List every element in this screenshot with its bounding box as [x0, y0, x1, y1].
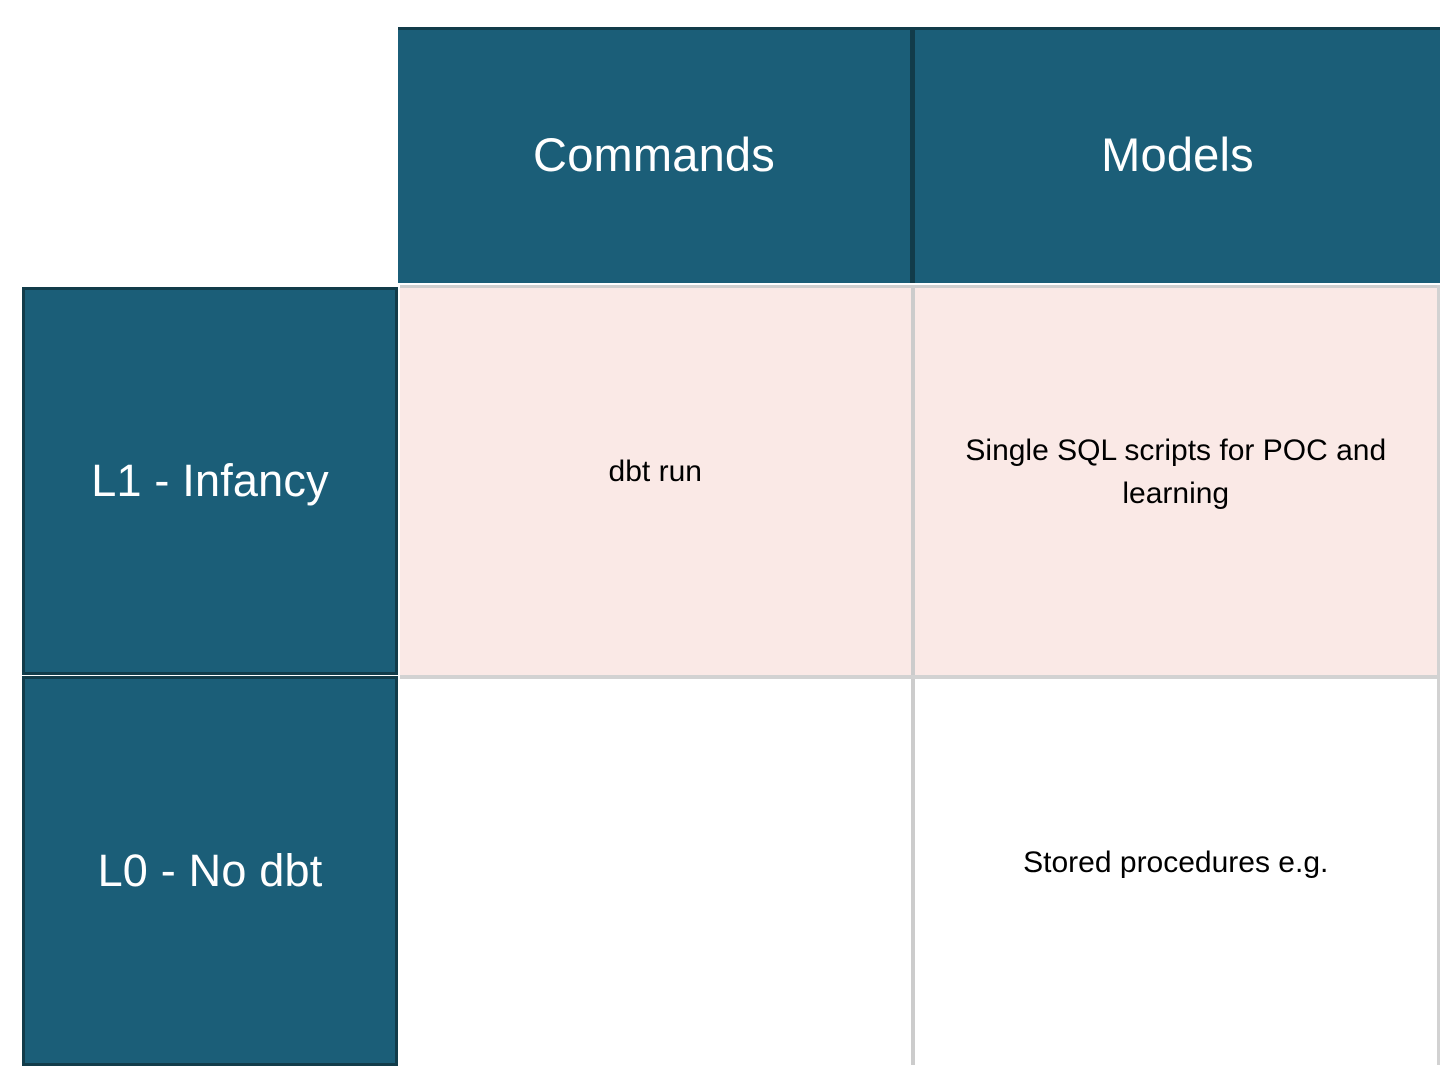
- cell-l1-commands[interactable]: dbt run: [400, 288, 915, 675]
- column-header-band: Commands Models: [398, 27, 1440, 283]
- cell-l1-models-text: Single SQL scripts for POC and learning: [965, 433, 1387, 510]
- table-row: dbt run Single SQL scripts for POC and l…: [400, 285, 1437, 675]
- matrix-body: dbt run Single SQL scripts for POC and l…: [400, 285, 1440, 1065]
- cell-l1-models[interactable]: Single SQL scripts for POC and learning: [914, 288, 1437, 675]
- row-header-l0-no-dbt-label: L0 - No dbt: [97, 845, 323, 897]
- cell-l0-models[interactable]: Stored procedures e.g.: [914, 679, 1437, 1065]
- column-header-models[interactable]: Models: [915, 30, 1440, 283]
- row-header-l1-infancy[interactable]: L1 - Infancy: [22, 287, 398, 675]
- cell-l0-models-text: Stored procedures e.g.: [1023, 845, 1329, 879]
- column-header-commands-label: Commands: [533, 127, 775, 181]
- column-header-models-label: Models: [1101, 127, 1254, 181]
- table-row: Stored procedures e.g.: [400, 675, 1437, 1065]
- cell-l1-commands-text: dbt run: [608, 455, 702, 489]
- row-header-l1-infancy-label: L1 - Infancy: [91, 455, 329, 507]
- cell-l0-commands[interactable]: [400, 679, 915, 1065]
- row-header-l0-no-dbt[interactable]: L0 - No dbt: [22, 676, 398, 1066]
- column-header-commands[interactable]: Commands: [398, 30, 915, 283]
